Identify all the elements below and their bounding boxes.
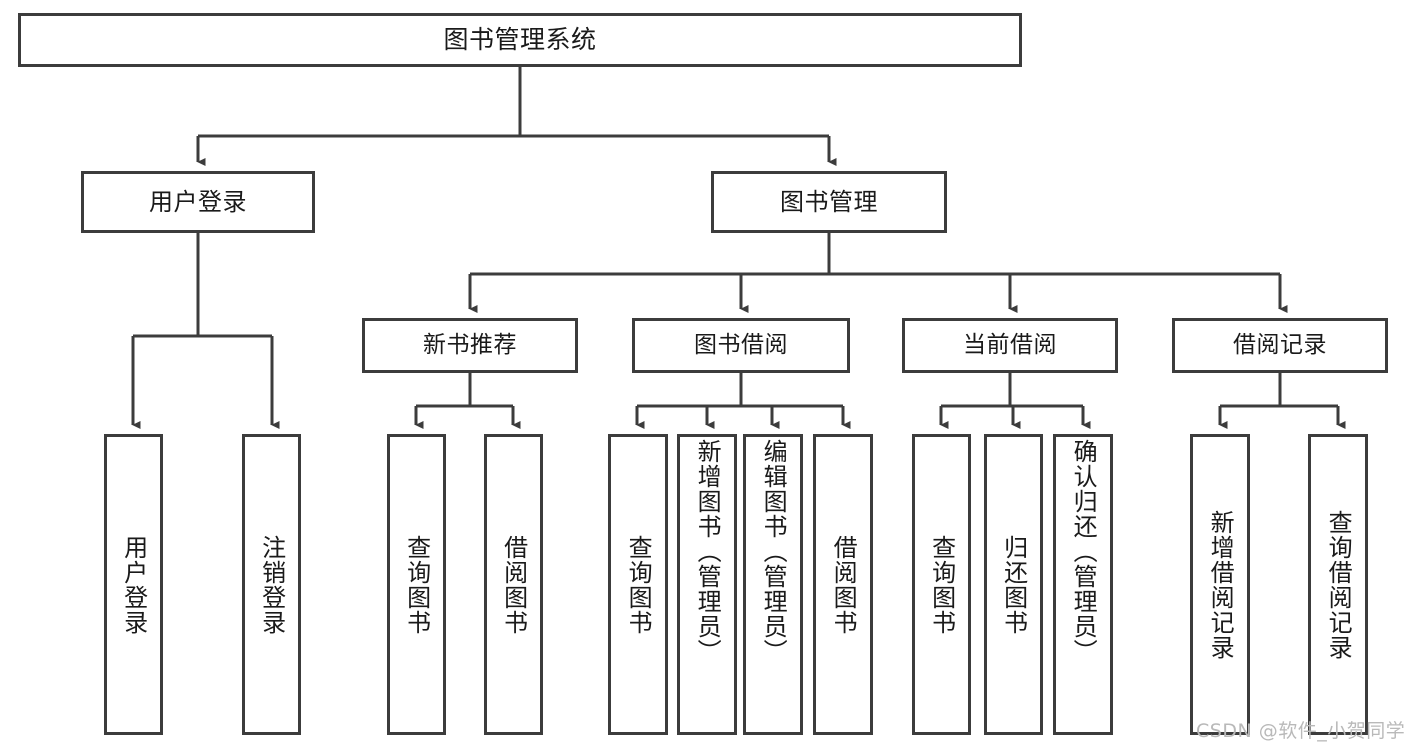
node-label: 确认归还（管理员） [1069,439,1098,664]
node-label: 图书借阅 [694,331,788,358]
node-root-system[interactable]: 图书管理系统 [18,13,1022,67]
leaf-text-wrap: 查询图书 [611,437,665,732]
node-label: 图书管理系统 [443,25,597,55]
node-label: 注销登录 [257,534,286,635]
node-label: 借阅图书 [499,534,528,635]
leaf-text-wrap: 编辑图书（管理员） [746,437,800,734]
csdn-watermark: CSDN @软件_小贺同学 [1196,720,1405,742]
node-label: 查询借阅记录 [1324,509,1353,660]
node-new-book-rec[interactable]: 新书推荐 [362,318,578,373]
node-query-book-rec[interactable]: 查询图书 [387,434,446,735]
node-label: 用户登录 [119,534,148,635]
node-label: 查询图书 [402,534,431,635]
node-label: 查询图书 [927,534,956,635]
node-label: 新增图书（管理员） [693,439,722,664]
leaf-text-wrap: 查询借阅记录 [1311,437,1365,732]
node-label: 查询图书 [624,534,653,635]
node-book-manage[interactable]: 图书管理 [711,171,947,233]
node-label: 图书管理 [780,187,878,216]
node-label: 新增借阅记录 [1206,509,1235,660]
node-user-login[interactable]: 用户登录 [81,171,315,233]
leaf-text-wrap: 确认归还（管理员） [1056,437,1110,734]
node-user-login-action[interactable]: 用户登录 [104,434,163,735]
node-edit-book-admin[interactable]: 编辑图书（管理员） [743,434,803,735]
node-label: 借阅图书 [829,534,858,635]
leaf-text-wrap: 查询图书 [390,437,443,732]
node-label: 借阅记录 [1233,331,1327,358]
leaf-text-wrap: 新增借阅记录 [1193,437,1247,732]
node-label: 用户登录 [149,187,247,216]
node-borrow-book-action[interactable]: 借阅图书 [813,434,873,735]
node-query-borrow-record[interactable]: 查询借阅记录 [1308,434,1368,735]
leaf-text-wrap: 归还图书 [987,437,1040,732]
node-query-book-borrow[interactable]: 查询图书 [608,434,668,735]
node-label: 当前借阅 [963,331,1057,358]
node-current-borrow[interactable]: 当前借阅 [902,318,1118,373]
leaf-text-wrap: 查询图书 [915,437,968,732]
leaf-text-wrap: 用户登录 [107,437,160,732]
node-book-borrow[interactable]: 图书借阅 [632,318,850,373]
leaf-text-wrap: 借阅图书 [487,437,540,732]
node-logout-action[interactable]: 注销登录 [242,434,301,735]
leaf-text-wrap: 注销登录 [245,437,298,732]
node-query-book-current[interactable]: 查询图书 [912,434,971,735]
node-add-borrow-record[interactable]: 新增借阅记录 [1190,434,1250,735]
node-label: 归还图书 [999,534,1028,635]
leaf-text-wrap: 新增图书（管理员） [680,437,734,734]
node-borrow-record[interactable]: 借阅记录 [1172,318,1388,373]
node-borrow-book-rec[interactable]: 借阅图书 [484,434,543,735]
node-label: 新书推荐 [423,331,517,358]
node-label: 编辑图书（管理员） [759,439,788,664]
node-confirm-return-admin[interactable]: 确认归还（管理员） [1053,434,1113,735]
node-return-book[interactable]: 归还图书 [984,434,1043,735]
leaf-text-wrap: 借阅图书 [816,437,870,732]
node-add-book-admin[interactable]: 新增图书（管理员） [677,434,737,735]
